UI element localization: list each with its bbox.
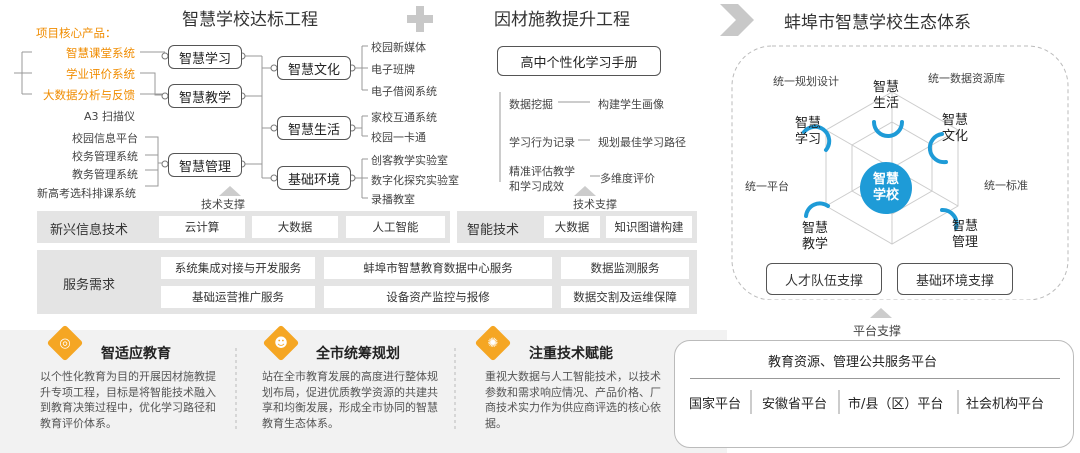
box-smart-study: 智慧学习 [168, 45, 242, 69]
target-icon: ◎ [59, 335, 71, 351]
life-item-campus-card: 校园一卡通 [371, 131, 426, 144]
atom-icon: ✺ [487, 335, 499, 351]
culture-item-borrowing: 电子借阅系统 [371, 85, 437, 98]
feature-2-title: 全市统筹规划 [316, 346, 400, 362]
platform-city-county: 市/县（区）平台 [848, 397, 944, 412]
tech-cell-cloud: 云计算 [159, 216, 245, 238]
features-panel [0, 330, 727, 453]
feature-dividers [235, 348, 456, 430]
mgmt-item-school-affairs: 校务管理系统 [72, 150, 138, 163]
support-arrow-mid [574, 186, 596, 196]
smart-tech-cell-bigdata: 大数据 [544, 216, 600, 238]
tech-band-label: 新兴信息技术 [50, 223, 129, 238]
mid-row-multi-eval: 多维度评价 [600, 172, 655, 185]
mid-row-student-profile: 构建学生画像 [598, 98, 664, 111]
platform-divider [690, 378, 1060, 379]
feature-1-desc: 以个性化教育为目的开展因材施教提升专项工程，目标是将智能技术融入到教育决策过程中… [40, 370, 216, 430]
box-smart-management: 智慧管理 [168, 153, 242, 177]
box-basic-env: 基础环境 [277, 166, 351, 190]
platform-social: 社会机构平台 [966, 397, 1045, 412]
platform-national: 国家平台 [689, 397, 742, 412]
support-arrow-left [219, 186, 241, 196]
smart-tech-label: 智能技术 [467, 223, 520, 238]
box-smart-culture: 智慧文化 [277, 56, 351, 80]
mid-row-behavior-record: 学习行为记录 [509, 136, 575, 149]
env-item-recording-room: 录播教室 [371, 193, 415, 206]
product-smart-classroom: 智慧课堂系统 [66, 46, 135, 60]
product-big-data: 大数据分析与反馈 [43, 88, 135, 102]
service-cell-operation: 基础运营推广服务 [161, 286, 315, 308]
tech-cell-bigdata: 大数据 [252, 216, 338, 238]
culture-item-class-board: 电子班牌 [371, 63, 415, 76]
mid-row-learning-path: 规划最佳学习路径 [598, 136, 686, 149]
platform-support-label: 平台支撑 [853, 324, 902, 338]
service-cell-maintenance: 数据交割及运维保障 [561, 286, 689, 308]
service-cell-integration: 系统集成对接与开发服务 [161, 257, 315, 279]
core-products-header: 项目核心产品： [36, 26, 117, 40]
eco-label-unified-data: 统一数据资源库 [928, 72, 1005, 85]
tech-support-label-left: 技术支撑 [201, 198, 245, 211]
platform-arrow [870, 308, 892, 318]
smart-tech-cell-knowledge-graph: 知识图谱构建 [606, 216, 692, 238]
culture-item-media: 校园新媒体 [371, 41, 426, 54]
support-talent: 人才队伍支撑 [766, 263, 882, 295]
arrow-right-icon [716, 2, 756, 38]
title-right: 蚌埠市智慧学校生态体系 [784, 13, 971, 33]
eco-center-smart-school: 智慧 学校 [872, 172, 899, 203]
mgmt-item-campus-info: 校园信息平台 [72, 132, 138, 145]
mgmt-item-teaching-affairs: 教务管理系统 [72, 168, 138, 181]
title-mid: 因材施教提升工程 [494, 10, 630, 30]
env-item-maker-lab: 创客教学实验室 [371, 154, 448, 167]
service-cell-data-center: 蚌埠市智慧教育数据中心服务 [324, 257, 552, 279]
feature-3-title: 注重技术赋能 [529, 346, 613, 362]
mgmt-item-course-scheduling: 新高考选科排课系统 [37, 187, 136, 200]
product-academic-eval: 学业评价系统 [66, 67, 135, 81]
tech-cell-ai: 人工智能 [346, 216, 445, 238]
mid-row-data-mining: 数据挖掘 [509, 98, 553, 111]
eco-node-study: 智慧 学习 [794, 116, 821, 147]
product-a3-scanner: A3 扫描仪 [84, 110, 136, 123]
box-smart-teaching: 智慧教学 [168, 84, 242, 108]
eco-label-unified-platform: 统一平台 [745, 180, 789, 193]
feature-2-desc: 站在全市教育发展的高度进行整体规划布局，促进优质教学资源的共建共享和均衡发展，形… [262, 370, 438, 430]
mid-row-precise-eval: 精准评估教学 和学习成效 [509, 165, 575, 193]
title-left: 智慧学校达标工程 [182, 10, 318, 30]
eco-node-teaching: 智慧 教学 [801, 221, 828, 252]
platform-title: 教育资源、管理公共服务平台 [768, 355, 938, 370]
eco-node-management: 智慧 管理 [951, 219, 978, 250]
eco-node-culture: 智慧 文化 [941, 113, 968, 144]
eco-node-life: 智慧 生活 [872, 80, 899, 111]
feature-3-desc: 重视大数据与人工智能技术，以技术参数和需求响应情况、产品价格、厂商技术实力作为供… [485, 370, 661, 430]
service-cell-monitoring: 数据监测服务 [561, 257, 689, 279]
platform-panel [674, 340, 1074, 448]
env-item-digital-lab: 数字化探究实验室 [371, 174, 459, 187]
box-smart-life: 智慧生活 [277, 116, 351, 140]
box-personalized-handbook: 高中个性化学习手册 [497, 46, 661, 76]
eco-label-unified-plan: 统一规划设计 [773, 75, 839, 88]
support-environment: 基础环境支撑 [897, 263, 1013, 295]
platform-separators [750, 390, 959, 414]
service-cell-asset-monitor: 设备资产监控与报修 [324, 286, 552, 308]
plus-icon [405, 4, 435, 34]
eco-label-unified-standard: 统一标准 [984, 179, 1028, 192]
life-item-home-school: 家校互通系统 [371, 111, 437, 124]
feature-1-title: 智适应教育 [101, 346, 171, 362]
group-icon: ☻ [274, 335, 288, 351]
eco-diagram [731, 45, 1069, 300]
service-band-label: 服务需求 [63, 278, 116, 293]
tech-support-label-mid: 技术支撑 [573, 198, 617, 211]
platform-anhui: 安徽省平台 [762, 397, 828, 412]
mid-bracket [499, 92, 600, 182]
